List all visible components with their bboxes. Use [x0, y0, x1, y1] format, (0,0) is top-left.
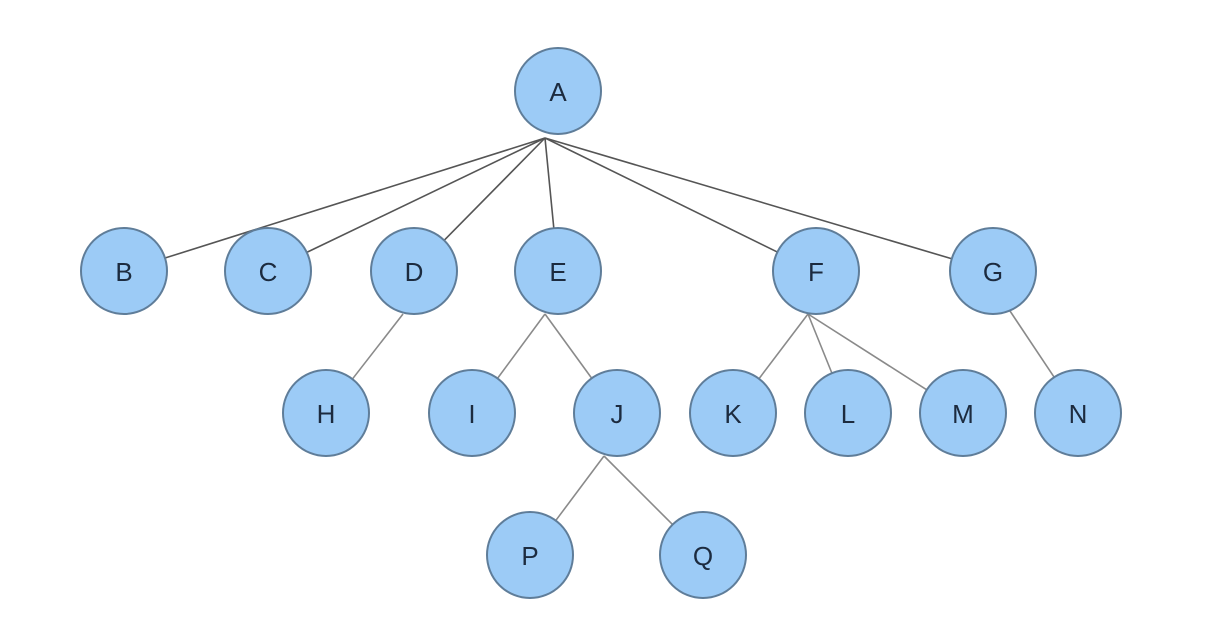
edge-F-M: [807, 313, 928, 391]
node-label: L: [841, 399, 855, 429]
node-J: J: [573, 369, 661, 457]
node-circle: [514, 227, 602, 315]
edge-A-C: [306, 137, 546, 254]
node-circle: [573, 369, 661, 457]
node-label: M: [952, 399, 974, 429]
edge-J-Q: [603, 455, 674, 526]
node-K: K: [689, 369, 777, 457]
node-F: F: [772, 227, 860, 315]
node-B: B: [80, 227, 168, 315]
node-circle: [514, 47, 602, 135]
edge-A-B: [164, 137, 546, 259]
node-circle: [949, 227, 1037, 315]
node-label: B: [115, 257, 132, 287]
node-E: E: [514, 227, 602, 315]
edge-F-K: [758, 313, 809, 380]
node-label: D: [405, 257, 424, 287]
node-circle: [804, 369, 892, 457]
node-label: Q: [693, 541, 713, 571]
node-N: N: [1034, 369, 1122, 457]
node-circle: [428, 369, 516, 457]
edge-E-I: [496, 313, 546, 379]
node-A: A: [514, 47, 602, 135]
node-circle: [486, 511, 574, 599]
nodes-layer: A B C D E F G H I J K L M N P Q: [80, 47, 1122, 599]
node-label: P: [521, 541, 538, 571]
node-circle: [772, 227, 860, 315]
node-circle: [80, 227, 168, 315]
edge-J-P: [555, 455, 605, 522]
node-label: A: [549, 77, 567, 107]
node-label: H: [317, 399, 336, 429]
node-label: K: [724, 399, 742, 429]
node-circle: [370, 227, 458, 315]
node-circle: [282, 369, 370, 457]
node-label: I: [468, 399, 475, 429]
node-label: F: [808, 257, 824, 287]
node-label: N: [1069, 399, 1088, 429]
node-G: G: [949, 227, 1037, 315]
edge-G-N: [1009, 310, 1055, 378]
node-circle: [689, 369, 777, 457]
edges-layer: [164, 137, 1055, 526]
node-H: H: [282, 369, 370, 457]
edge-A-F: [544, 137, 778, 253]
node-label: J: [611, 399, 624, 429]
node-D: D: [370, 227, 458, 315]
node-label: E: [549, 257, 566, 287]
node-label: G: [983, 257, 1003, 287]
node-circle: [659, 511, 747, 599]
node-I: I: [428, 369, 516, 457]
edge-A-G: [544, 137, 953, 260]
edge-D-H: [351, 313, 404, 380]
node-circle: [224, 227, 312, 315]
node-M: M: [919, 369, 1007, 457]
node-circle: [1034, 369, 1122, 457]
node-label: C: [259, 257, 278, 287]
edge-A-E: [544, 137, 555, 229]
node-P: P: [486, 511, 574, 599]
edge-E-J: [544, 313, 593, 379]
edge-F-L: [807, 313, 833, 374]
node-L: L: [804, 369, 892, 457]
node-circle: [919, 369, 1007, 457]
node-Q: Q: [659, 511, 747, 599]
edge-A-D: [443, 137, 546, 241]
node-C: C: [224, 227, 312, 315]
